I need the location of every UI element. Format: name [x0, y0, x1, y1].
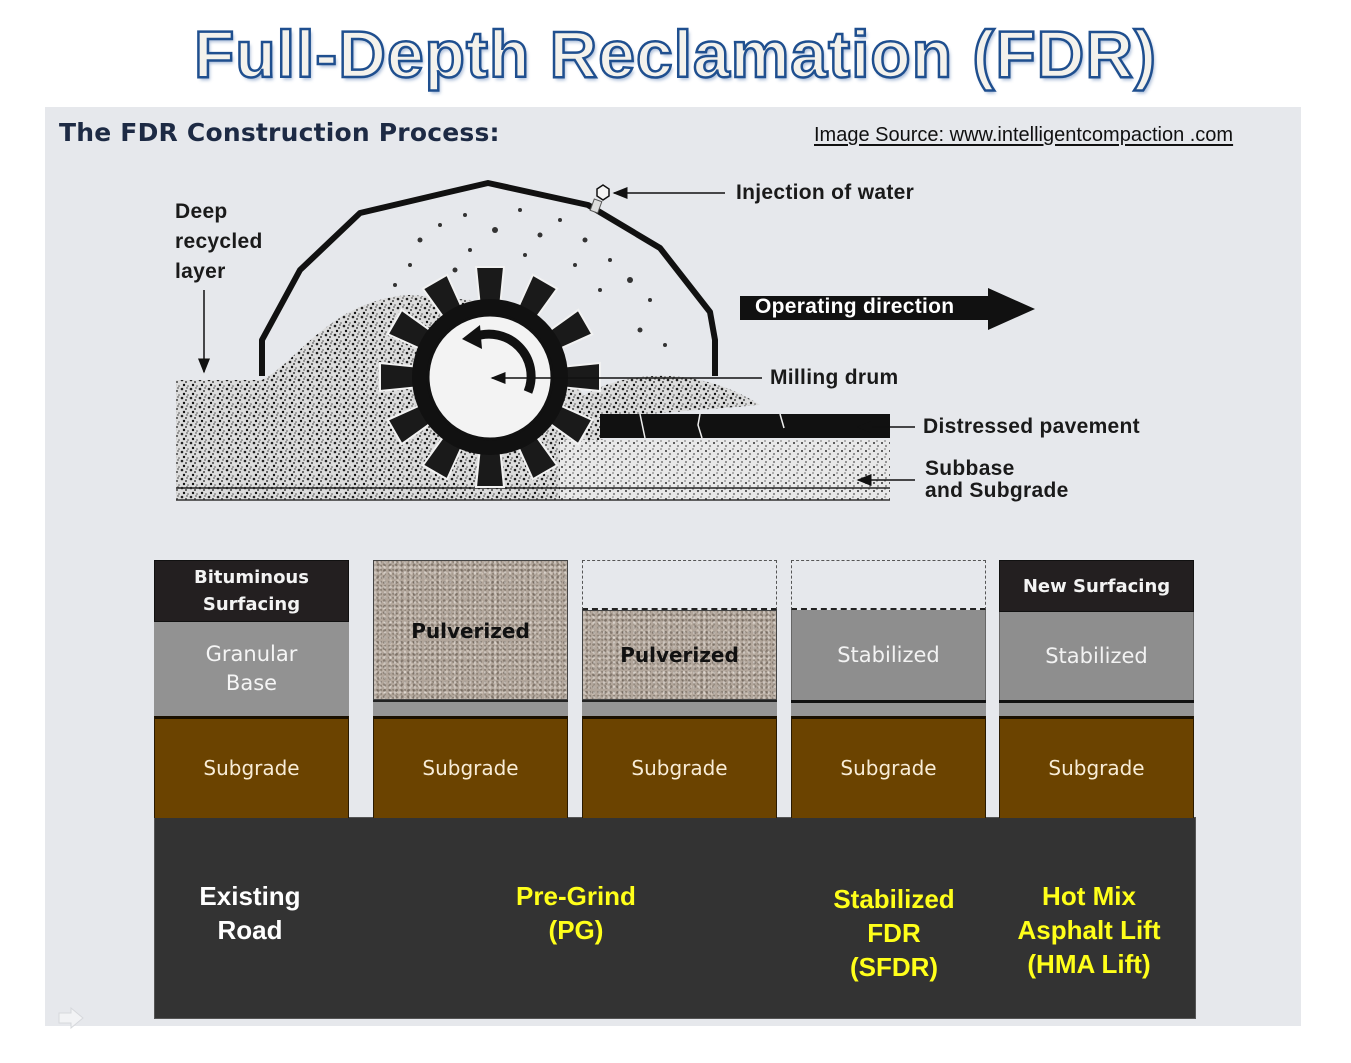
layer-residual-base [582, 700, 777, 716]
layer-label: Granular [205, 642, 298, 666]
stage-line: (PG) [548, 915, 604, 945]
stage-line: Stabilized [833, 884, 955, 914]
image-source-link[interactable]: Image Source: www.intelligentcompaction … [814, 124, 1234, 146]
label-line: layer [175, 260, 226, 283]
layer-subgrade: Subgrade [154, 716, 349, 818]
page-title: Full-Depth Reclamation (FDR) [193, 16, 1158, 93]
distressed-pavement-label: Distressed pavement [923, 415, 1140, 438]
column-pre-grind-2: Pulverized Subgrade [582, 560, 777, 818]
column-existing-road: Bituminous Surfacing Granular Base Subgr… [154, 560, 349, 818]
machine-hood [259, 180, 718, 376]
layer-stabilized: Stabilized [791, 610, 986, 700]
removed-material-outline [582, 560, 777, 610]
stage-line: Asphalt Lift [1017, 915, 1161, 945]
label-line: and Subgrade [925, 479, 1069, 502]
stage-label-stabilized-fdr: Stabilized FDR (SFDR) [804, 882, 984, 984]
layer-label: Bituminous [194, 567, 309, 588]
layer-bituminous-surfacing: Bituminous Surfacing [154, 560, 349, 622]
milling-drum-label: Milling drum [770, 366, 899, 389]
stage-label-pre-grind: Pre-Grind (PG) [476, 879, 676, 947]
rotation-arrow-icon [472, 329, 536, 394]
operating-direction-arrow [740, 288, 1035, 330]
stage-line: Road [217, 915, 283, 945]
layer-subgrade: Subgrade [999, 716, 1194, 818]
layer-residual-base [999, 700, 1194, 716]
column-hma-lift: New Surfacing Stabilized Subgrade [999, 560, 1194, 818]
stage-label-existing-road: Existing Road [160, 879, 340, 947]
stage-line: Existing [199, 881, 301, 911]
layer-subgrade: Subgrade [373, 716, 568, 818]
milling-drum [379, 266, 601, 488]
label-line: recycled [175, 230, 263, 253]
subbase-subgrade-label: Subbase and Subgrade [925, 458, 1069, 502]
layer-pulverized: Pulverized [582, 610, 777, 700]
panel-heading: The FDR Construction Process: [59, 118, 500, 147]
layer-label: Base [225, 671, 278, 695]
next-slide-arrow-icon[interactable] [57, 1007, 85, 1029]
stage-line: FDR [867, 918, 921, 948]
base-slab [154, 817, 1196, 1019]
stage-line: Pre-Grind [516, 881, 636, 911]
layer-label: Surfacing [202, 594, 301, 615]
removed-material-outline [791, 560, 986, 610]
column-stabilized-fdr: Stabilized Subgrade [791, 560, 986, 818]
layer-granular-base: Granular Base [154, 622, 349, 716]
layer-residual-base [791, 700, 986, 716]
label-line: Deep [175, 200, 228, 223]
stage-line: (SFDR) [849, 952, 939, 982]
distressed-pavement-layer [600, 413, 890, 439]
stage-label-hma-lift: Hot Mix Asphalt Lift (HMA Lift) [999, 879, 1179, 981]
column-pre-grind-1: Pulverized Subgrade [373, 560, 568, 818]
layer-residual-base [373, 700, 568, 716]
injection-of-water-label: Injection of water [736, 181, 915, 204]
layer-subgrade: Subgrade [791, 716, 986, 818]
stage-line: Hot Mix [1042, 881, 1136, 911]
layer-subgrade: Subgrade [582, 716, 777, 818]
stage-line: (HMA Lift) [1027, 949, 1151, 979]
deep-recycled-layer-label: Deep recycled layer [175, 197, 263, 287]
label-line: Subbase [925, 457, 1015, 480]
water-nozzle-icon [589, 184, 610, 214]
layer-new-surfacing: New Surfacing [999, 560, 1194, 612]
operating-direction-label: Operating direction [755, 295, 955, 318]
layer-pulverized: Pulverized [373, 560, 568, 700]
debris-particles [393, 208, 667, 347]
layer-stabilized: Stabilized [999, 612, 1194, 700]
